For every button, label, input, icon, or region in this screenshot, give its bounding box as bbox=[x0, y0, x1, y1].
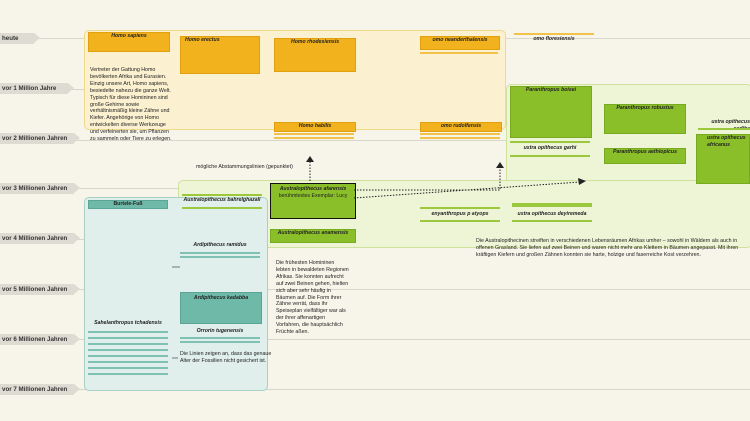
timeline-label-6ma: vor 6 Millionen Jahren bbox=[0, 334, 80, 345]
paranthropus-robustus-label: Paranthropus robustus bbox=[616, 105, 674, 111]
timeline-label-2ma: vor 2 Millionen Jahren bbox=[0, 133, 80, 144]
sahelanthropus-bar bbox=[88, 373, 168, 375]
orrorin-tugenensis-label: Orrorin tugenensis bbox=[196, 328, 244, 334]
timeline-label-5ma: vor 5 Millionen Jahren bbox=[0, 284, 80, 295]
deyiremeda-bar bbox=[512, 203, 592, 207]
homo-rudolfensis-box[interactable]: omo rudolfensis bbox=[420, 122, 502, 132]
timeline-label-4ma: vor 4 Millionen Jahren bbox=[0, 233, 80, 244]
homo-erectus-label: Homo erectus bbox=[185, 37, 220, 43]
burtele-foot-label: Burtele-Fuß bbox=[113, 201, 143, 207]
sahelanthropus-bar bbox=[88, 349, 168, 351]
australopithecus-garhi-label: ustra opithecus garhi bbox=[523, 145, 577, 151]
rudolfensis-bar bbox=[420, 137, 500, 139]
lineage-note: mögliche Abstammungslinien (gepunktet) bbox=[196, 164, 293, 170]
homo-neanderthalensis-box[interactable]: omo neanderthalensis bbox=[420, 36, 500, 50]
sahelanthropus-bar bbox=[88, 355, 168, 357]
kenyanthropus-platyops-label: enyanthropus p atyops bbox=[431, 211, 489, 217]
timeline-label-1ma: vor 1 Million Jahre bbox=[0, 83, 74, 94]
floresiensis-bar bbox=[514, 33, 594, 35]
australopithecus-afarensis-label: Australopithecus afarensis bbox=[279, 186, 347, 192]
australopithecus-anamensis-label: Australopithecus anamensis bbox=[277, 230, 349, 236]
bahrelghazali-bar bbox=[182, 194, 262, 196]
lucy-label: berühmtestes Exemplar: Lucy bbox=[278, 193, 348, 199]
homo-rudolfensis-label: omo rudolfensis bbox=[440, 123, 482, 129]
bahrelghazali-bar bbox=[182, 207, 262, 209]
ramidus-bar bbox=[180, 252, 260, 254]
timeline-gridline bbox=[0, 339, 750, 340]
garhi-bar bbox=[510, 141, 590, 143]
timeline-gridline bbox=[0, 289, 750, 290]
habilis-bar bbox=[274, 137, 354, 139]
timeline-gridline bbox=[0, 389, 750, 390]
australopithecus-africanus-box[interactable]: ustra opithecus africanus bbox=[696, 134, 750, 184]
australopithecus-anamensis-box[interactable]: Australopithecus anamensis bbox=[270, 229, 356, 243]
neanderthal-bar bbox=[420, 52, 498, 54]
australopith-description: Die Australopithecinen streiften in vers… bbox=[476, 238, 739, 258]
homo-erectus-box[interactable]: Homo erectus bbox=[180, 36, 260, 74]
paranthropus-boisei-label: Paranthropus boisei bbox=[525, 87, 577, 93]
paranthropus-boisei-box[interactable]: Paranthropus boisei bbox=[510, 86, 592, 138]
fossil-age-note: Die Linien zeigen an, dass das genaue Al… bbox=[180, 351, 272, 364]
timeline-label-7ma: vor 7 Millionen Jahren bbox=[0, 384, 80, 395]
ramidus-bar bbox=[180, 256, 260, 258]
sahelanthropus-bar bbox=[88, 337, 168, 339]
australopithecus-bahrelghazali-label: Australopithecus bahrelghazali bbox=[183, 197, 261, 203]
sediba-bar bbox=[698, 128, 750, 130]
homo-habilis-label: Homo habilis bbox=[298, 123, 332, 129]
ardipithecus-kadabba-label: Ardipithecus kadabba bbox=[193, 295, 249, 301]
timeline-gridline bbox=[0, 140, 750, 141]
paranthropus-robustus-box[interactable]: Paranthropus robustus bbox=[604, 104, 686, 134]
paranthropus-aethiopicus-label: Paranthropus aethiopicus bbox=[613, 149, 677, 155]
homo-neanderthalensis-label: omo neanderthalensis bbox=[432, 37, 488, 43]
homo-description: Vertreter der Gattung Homo bevölkerten A… bbox=[90, 67, 172, 143]
kenyanthropus-bar bbox=[420, 207, 500, 209]
australopithecus-afarensis-box[interactable]: Australopithecus afarensis berühmtestes … bbox=[270, 183, 356, 219]
australopithecus-africanus-label: ustra opithecus africanus bbox=[707, 135, 746, 148]
early-hominin-description: Die frühesten Homininen lebten in bewald… bbox=[276, 260, 349, 336]
kenyanthropus-bar bbox=[420, 220, 500, 222]
rudolfensis-bar bbox=[420, 133, 500, 135]
orrorin-bar bbox=[180, 341, 260, 343]
burtele-foot-box[interactable]: Burtele-Fuß bbox=[88, 200, 168, 209]
garhi-bar bbox=[510, 155, 590, 157]
sahelanthropus-bar bbox=[88, 367, 168, 369]
homo-rhodesiensis-label: Homo rhodesiensis bbox=[291, 39, 340, 45]
homo-sapiens-label: Homo sapiens bbox=[111, 33, 147, 39]
orrorin-bar bbox=[180, 337, 260, 339]
habilis-bar bbox=[274, 133, 354, 135]
ardipithecus-kadabba-box[interactable]: Ardipithecus kadabba bbox=[180, 292, 262, 324]
timeline-label-today: heute bbox=[0, 33, 40, 44]
homo-sapiens-box[interactable]: Homo sapiens bbox=[88, 32, 170, 52]
sahelanthropus-bar bbox=[88, 361, 168, 363]
paranthropus-aethiopicus-box[interactable]: Paranthropus aethiopicus bbox=[604, 148, 686, 164]
ardipithecus-ramidus-label: Ardipithecus ramidus bbox=[193, 242, 247, 248]
sahelanthropus-label: Sahelanthropus tchadensis bbox=[94, 320, 162, 326]
homo-habilis-box[interactable]: Homo habilis bbox=[274, 122, 356, 132]
timeline-label-3ma: vor 3 Millionen Jahren bbox=[0, 183, 80, 194]
homo-rhodesiensis-box[interactable]: Homo rhodesiensis bbox=[274, 38, 356, 72]
deyiremeda-bar bbox=[512, 220, 592, 222]
sahelanthropus-bar bbox=[88, 331, 168, 333]
sahelanthropus-bar bbox=[88, 343, 168, 345]
australopithecus-deyiremeda-label: ustra opithecus deyiremeda bbox=[517, 211, 587, 217]
homo-floresiensis-label: omo floresiensis bbox=[533, 36, 575, 42]
